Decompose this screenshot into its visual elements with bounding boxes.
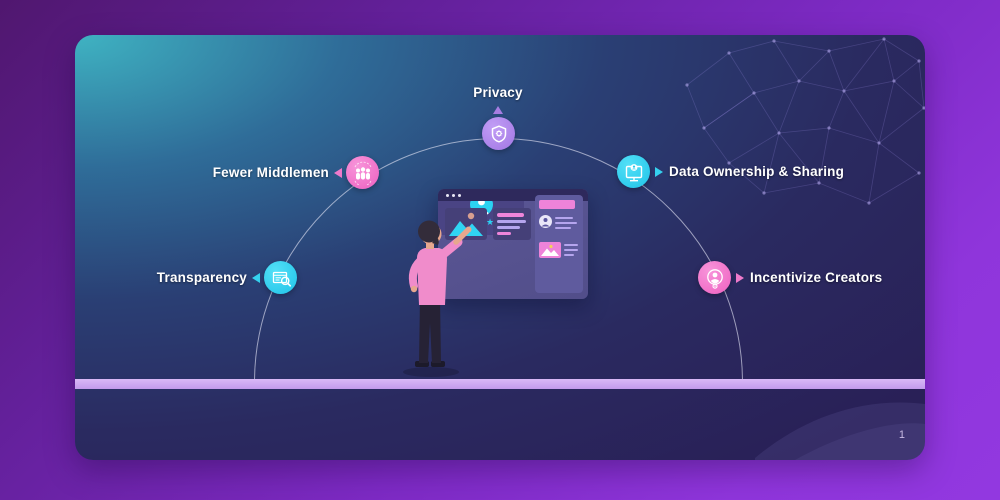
text-line xyxy=(564,249,578,251)
text-line xyxy=(497,231,511,235)
contact-lines xyxy=(555,215,577,232)
text-line xyxy=(497,219,526,223)
monitor-account-icon xyxy=(617,155,650,188)
text-line xyxy=(555,227,571,229)
media-row xyxy=(539,242,579,259)
pointer-right-icon xyxy=(736,273,744,283)
pointer-left-icon xyxy=(252,273,260,283)
item-label: Data Ownership & Sharing xyxy=(669,164,845,179)
text-line xyxy=(497,225,520,229)
pointer-left-icon xyxy=(334,168,342,178)
browser-window: ★★★★★ xyxy=(438,189,588,299)
window-dot xyxy=(452,193,455,197)
creator-reward-icon xyxy=(698,261,731,294)
text-line xyxy=(497,213,524,217)
text-line xyxy=(555,222,577,224)
contact-row xyxy=(539,215,579,232)
item-label: Fewer Middlemen xyxy=(212,165,329,180)
network-pattern xyxy=(685,37,925,205)
people-network-icon xyxy=(346,156,379,189)
page-number: 1 xyxy=(898,429,905,441)
item-label: Privacy xyxy=(473,85,523,100)
person-illustration xyxy=(403,220,472,377)
side-panel xyxy=(535,195,583,293)
window-dot xyxy=(446,193,449,197)
ground-bar xyxy=(75,379,925,389)
item-label: Incentivize Creators xyxy=(750,270,883,285)
item-label: Transparency xyxy=(156,270,247,285)
pointer-up-icon xyxy=(493,106,503,114)
media-lines xyxy=(564,242,578,259)
corner-swoosh xyxy=(755,402,925,460)
text-card xyxy=(493,208,531,240)
text-line xyxy=(564,244,578,246)
document-magnifier-icon xyxy=(264,261,297,294)
slide: 1 Privacy Fewer Middlemen xyxy=(75,35,925,460)
window-dot xyxy=(458,193,461,197)
text-line xyxy=(555,217,573,219)
thumbnail-icon xyxy=(539,242,561,258)
shield-gear-icon xyxy=(482,117,515,150)
pointer-right-icon xyxy=(655,167,663,177)
avatar-small-icon xyxy=(539,215,552,228)
banner-bar xyxy=(539,200,575,209)
text-line xyxy=(564,254,574,256)
